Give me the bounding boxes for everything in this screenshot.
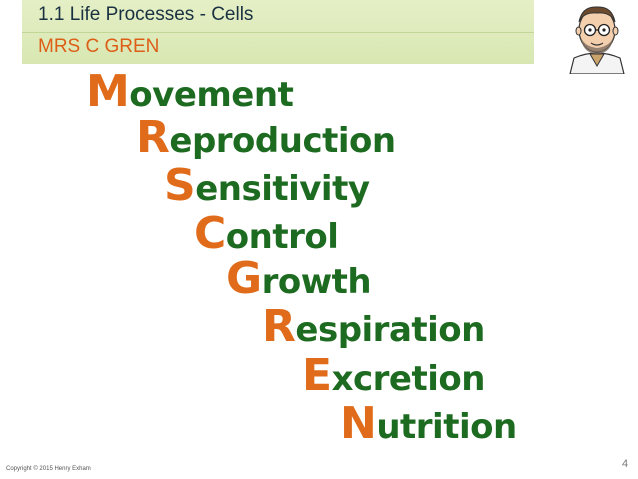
word-nutrition: Nutrition xyxy=(340,402,517,448)
word-control: Control xyxy=(194,212,339,258)
word-excretion: Excretion xyxy=(302,354,486,400)
word-initial: R xyxy=(262,301,296,352)
word-rest: espiration xyxy=(295,310,485,350)
word-rest: ovement xyxy=(129,75,294,115)
word-initial: C xyxy=(194,208,226,259)
word-rest: eproduction xyxy=(169,121,396,161)
word-rest: utrition xyxy=(376,407,517,447)
word-rest: xcretion xyxy=(331,359,486,399)
word-initial: G xyxy=(226,253,262,304)
word-sensitivity: Sensitivity xyxy=(164,164,370,210)
slide-title: 1.1 Life Processes - Cells xyxy=(38,4,254,25)
header-divider xyxy=(22,32,534,33)
word-initial: N xyxy=(340,398,377,449)
copyright-notice: Copyright © 2015 Henry Exham xyxy=(6,466,91,472)
cartoon-teacher-avatar-icon xyxy=(569,6,625,74)
word-respiration: Respiration xyxy=(262,305,485,351)
word-initial: M xyxy=(86,66,130,117)
word-growth: Growth xyxy=(226,257,372,303)
word-initial: R xyxy=(136,112,170,163)
word-initial: E xyxy=(302,350,332,401)
word-rest: rowth xyxy=(261,262,372,302)
slide-subtitle: MRS C GREN xyxy=(38,36,160,57)
word-rest: ontrol xyxy=(225,217,339,257)
word-rest: ensitivity xyxy=(195,169,370,209)
word-initial: S xyxy=(164,160,196,211)
word-reproduction: Reproduction xyxy=(136,116,396,162)
word-movement: Movement xyxy=(86,70,294,116)
page-number: 4 xyxy=(622,458,629,470)
